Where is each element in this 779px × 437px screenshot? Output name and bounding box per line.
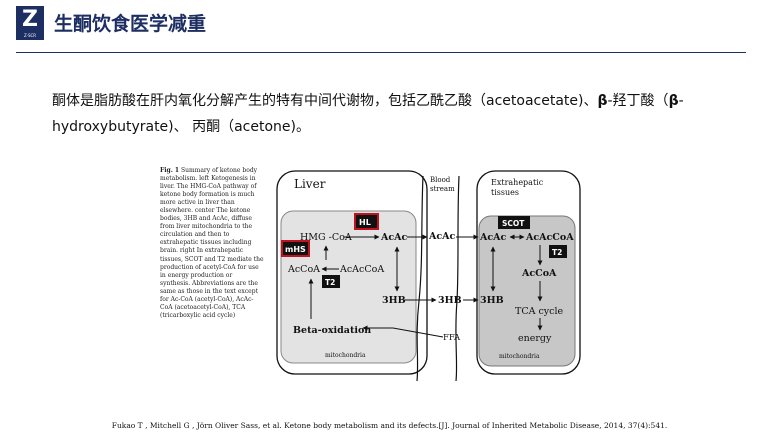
beta-oxidation-node: Beta-oxidation	[293, 325, 371, 336]
hmg-coa-node: HMG -CoA	[300, 232, 352, 243]
caption-text: Summary of ketone body metabolism. left …	[160, 167, 264, 319]
3hb-extra-node: 3HB	[480, 295, 504, 306]
acaccoa-liver-node: AcAcCoA	[339, 264, 384, 275]
ffa-node: FFA	[443, 333, 461, 343]
brand-logo: Z Z·SCR	[16, 6, 44, 40]
mhs-enzyme-label: mHS	[285, 245, 306, 254]
figure-caption: Fig. 1 Summary of ketone body metabolism…	[160, 167, 264, 320]
pathway-diagram: Liver mitochondria Blood stream Extrahep…	[276, 170, 581, 382]
vessel-wall-right	[455, 175, 460, 382]
beta-symbol-2: β	[668, 93, 679, 109]
blood-label-line2: stream	[430, 185, 455, 193]
acac-liver-node: AcAc	[380, 232, 408, 243]
vessel-wall-left	[416, 175, 424, 382]
beta-symbol-1: β	[597, 93, 608, 109]
t2-extra-box	[549, 245, 567, 258]
3hb-blood-node: 3HB	[438, 295, 462, 306]
logo-caption: Z·SCR	[23, 33, 37, 38]
intro-text-3: -hydroxybutyrate)、 丙酮（acetone)。	[52, 93, 684, 135]
3hb-liver-node: 3HB	[382, 295, 406, 306]
citation: Fukao T , Mitchell G , Jörn Oliver Sass,…	[111, 421, 668, 430]
accoa-extra-node: AcCoA	[521, 268, 557, 279]
mhs-enzyme-box	[283, 242, 308, 255]
ketone-metabolism-figure: Fig. 1 Summary of ketone body metabolism…	[153, 161, 593, 386]
extrahepatic-label-line2: tissues	[491, 188, 519, 197]
intro-text-1: 酮体是脂肪酸在肝内氧化分解产生的特有中间代谢物，包括乙酰乙酸（acetoacet…	[52, 93, 598, 109]
intro-text-2: -羟丁酸（	[607, 93, 669, 109]
liver-mitochondria-label: mitochondria	[325, 352, 366, 359]
intro-paragraph: 酮体是脂肪酸在肝内氧化分解产生的特有中间代谢物，包括乙酰乙酸（acetoacet…	[52, 88, 752, 140]
liver-label: Liver	[294, 177, 326, 191]
page-title: 生酮饮食医学减重	[54, 13, 207, 35]
tca-cycle-node: TCA cycle	[515, 306, 564, 317]
scot-enzyme-label: SCOT	[502, 219, 525, 228]
accoa-liver-node: AcCoA	[287, 264, 320, 275]
extrahepatic-label-line1: Extrahepatic	[491, 178, 544, 187]
t2-liver-label: T2	[325, 278, 335, 287]
t2-extra-label: T2	[552, 248, 562, 257]
acac-blood-node: AcAc	[428, 231, 456, 242]
liver-mitochondria	[280, 210, 417, 364]
logo-letter: Z	[22, 7, 38, 32]
caption-label: Fig. 1	[160, 167, 180, 174]
scot-enzyme-box	[498, 216, 530, 229]
hl-enzyme-box	[356, 215, 377, 228]
t2-liver-box	[322, 275, 340, 288]
energy-node: energy	[518, 333, 552, 344]
hl-enzyme-label: HL	[359, 218, 371, 227]
extrahepatic-mitochondria-label: mitochondria	[499, 353, 540, 360]
acaccoa-extra-node: AcAcCoA	[525, 232, 574, 243]
arrow-ffa-line	[392, 327, 444, 338]
blood-label-line1: Blood	[430, 176, 451, 184]
title-divider	[16, 52, 746, 53]
acac-extra-node: AcAc	[479, 232, 507, 243]
